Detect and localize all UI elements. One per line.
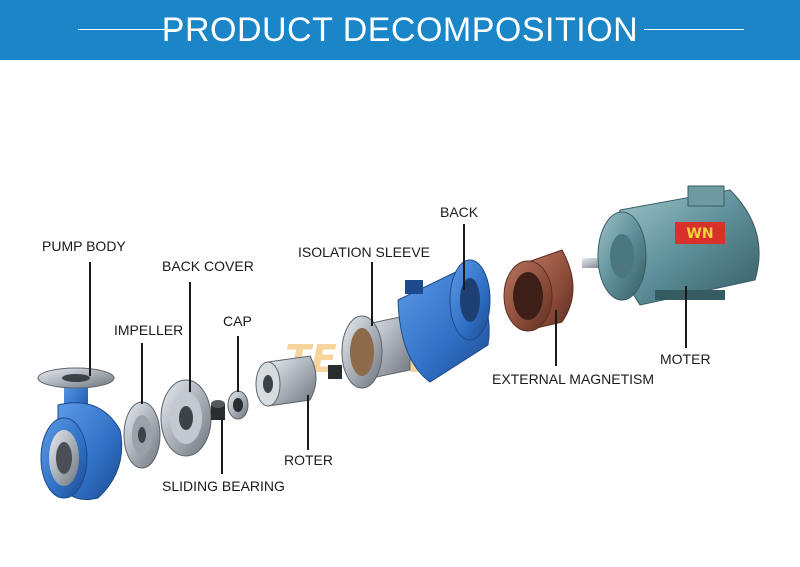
page-title: PRODUCT DECOMPOSITION xyxy=(161,11,639,49)
impeller-label: IMPELLER xyxy=(114,322,183,338)
header-banner: PRODUCT DECOMPOSITION xyxy=(0,0,800,60)
roter-label: ROTER xyxy=(284,452,333,468)
back-cover-part xyxy=(160,379,212,457)
sliding-bearing-part xyxy=(211,400,225,420)
isolation-sleeve-part xyxy=(341,314,411,389)
external-magnet-part xyxy=(503,249,574,332)
cap-part xyxy=(227,390,249,420)
back-cover-label: BACK COVER xyxy=(162,258,254,274)
rear-bearing-part xyxy=(328,365,342,379)
sliding-bearing-label: SLIDING BEARING xyxy=(162,478,285,494)
external-magnetism-label: EXTERNAL MAGNETISM xyxy=(492,371,654,387)
motor-label: MOTER xyxy=(660,351,711,367)
pump-body-label: PUMP BODY xyxy=(42,238,126,254)
header-rule-right xyxy=(644,29,744,30)
motor-brand-text: WN xyxy=(686,226,713,242)
impeller-part xyxy=(123,401,161,469)
isolation-sleeve-label: ISOLATION SLEEVE xyxy=(298,244,430,260)
pump-body-part xyxy=(37,367,123,500)
header-rule-left xyxy=(78,29,178,30)
back-bracket-part xyxy=(397,259,491,383)
motor-part: WN xyxy=(582,185,760,306)
roter-part xyxy=(255,355,317,407)
back-label: BACK xyxy=(440,204,479,220)
cap-label: CAP xyxy=(223,313,252,329)
